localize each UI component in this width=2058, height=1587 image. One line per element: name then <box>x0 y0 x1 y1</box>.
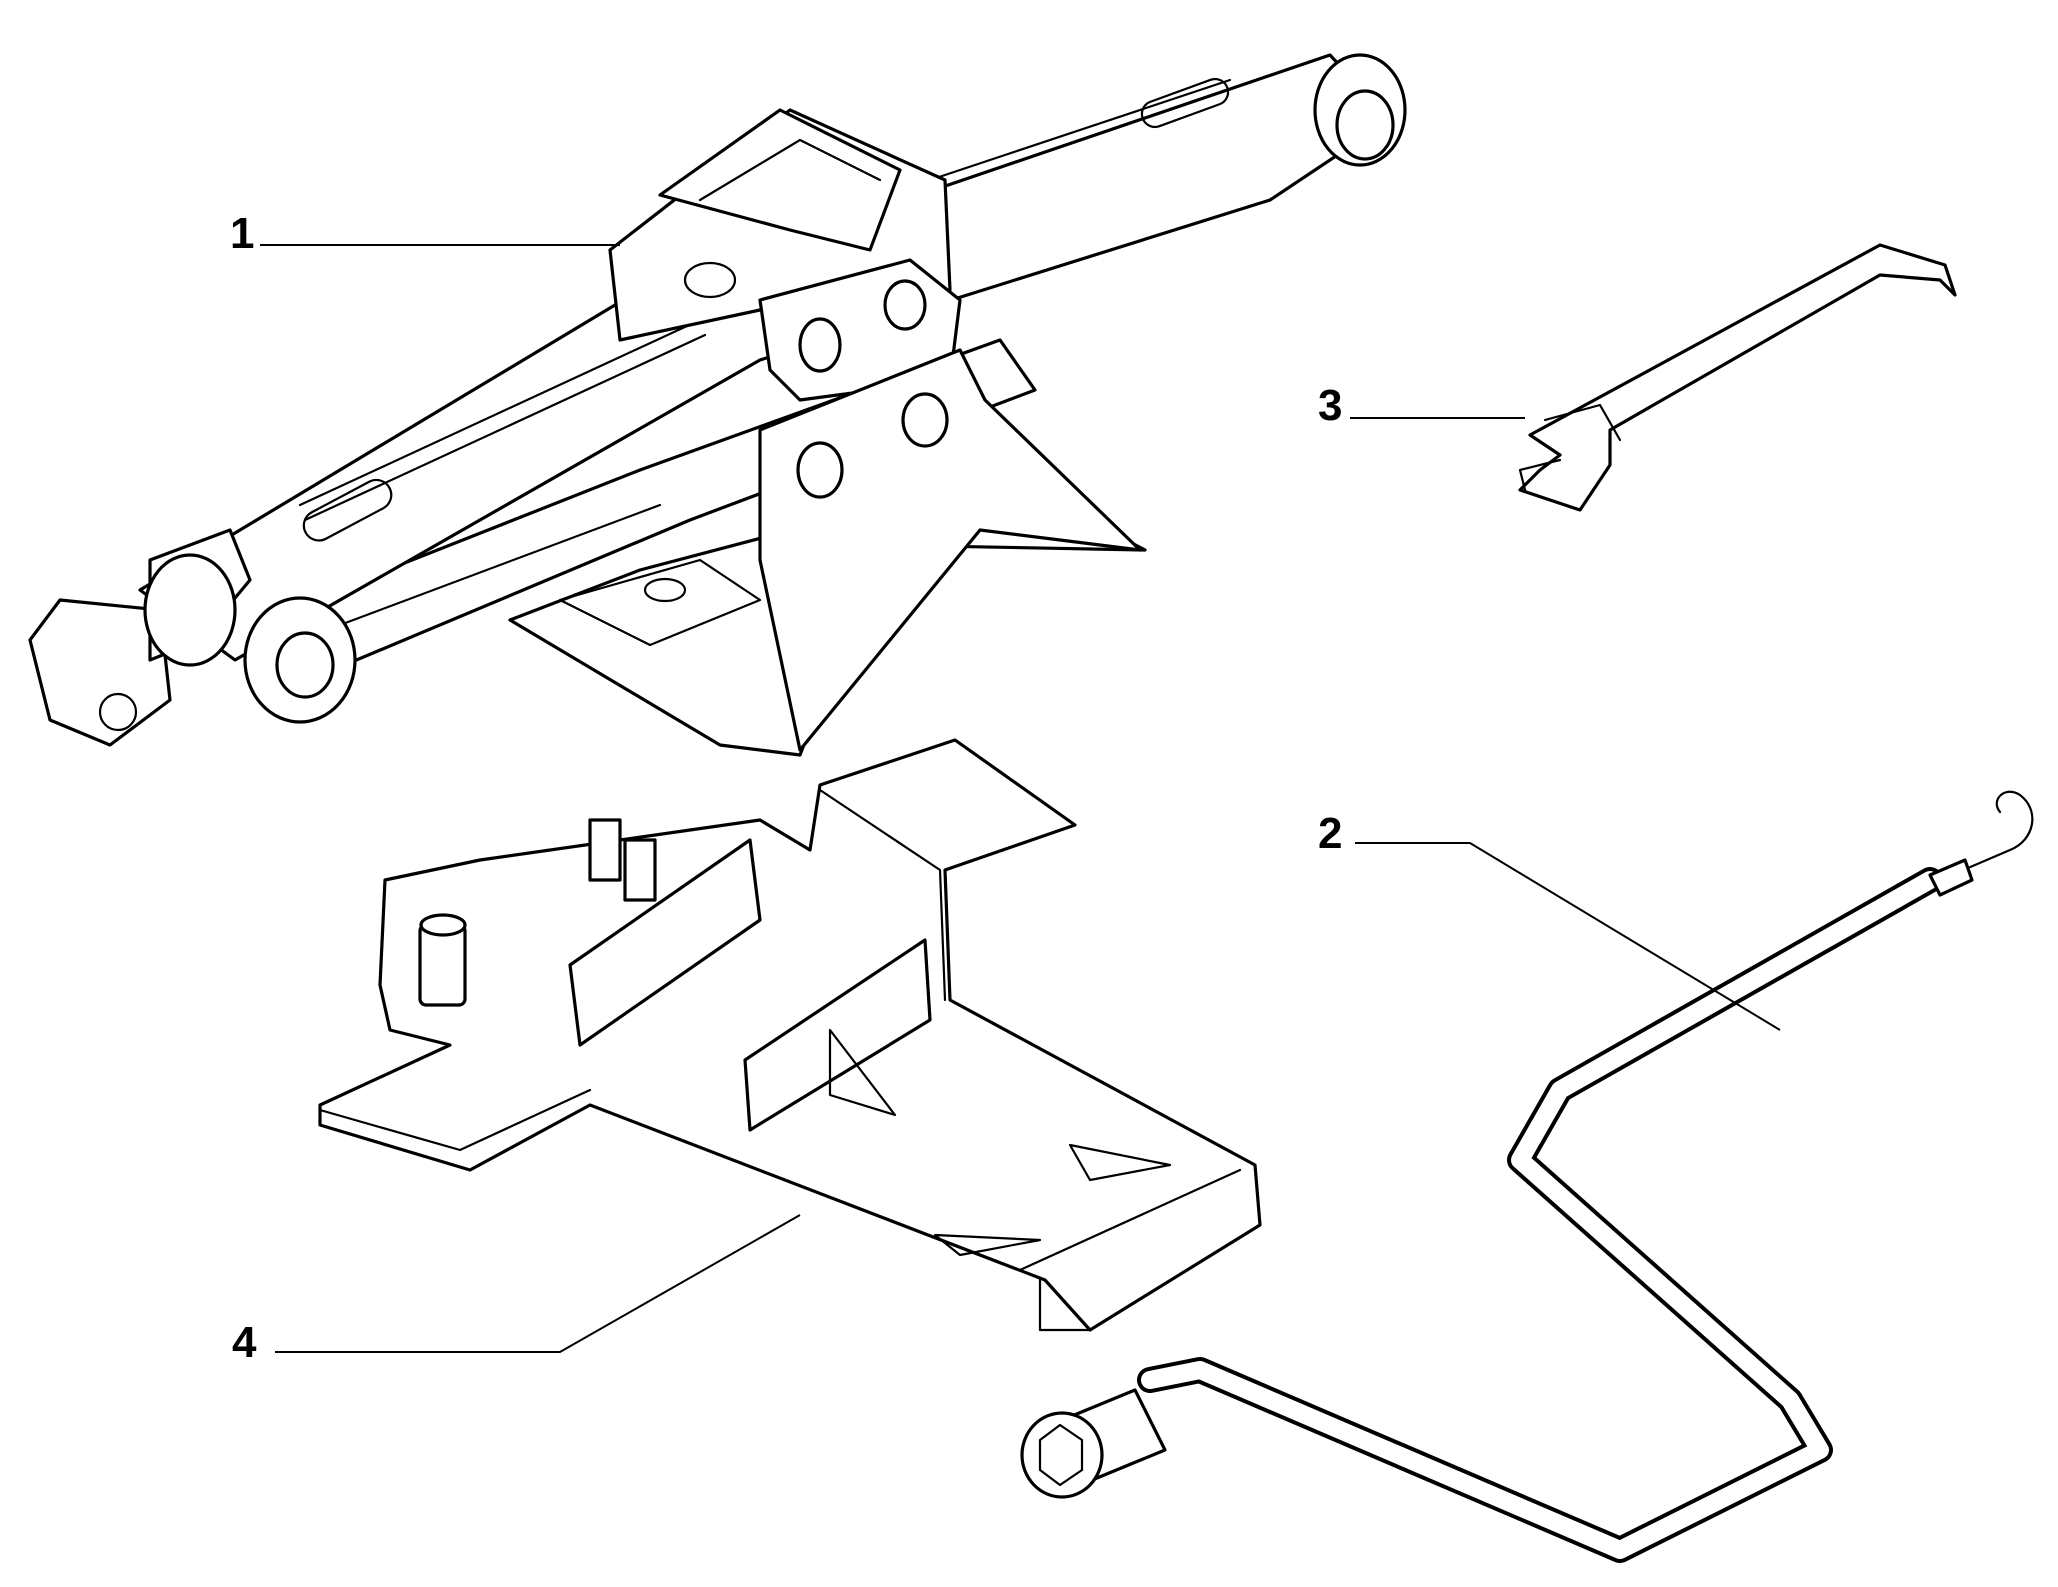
callout-4: 4 <box>232 1318 257 1367</box>
callout-3: 3 <box>1318 381 1342 430</box>
jack-support-tray <box>318 738 1262 1332</box>
leader-2 <box>1355 842 1781 1031</box>
scissor-jack <box>28 53 1407 757</box>
callout-2: 2 <box>1318 809 1342 858</box>
jack-crank-handle <box>1020 790 2034 1563</box>
callout-labels: 1 2 3 4 <box>230 209 1342 1367</box>
callout-leaders <box>260 244 1781 1353</box>
tow-hook-bracket <box>1518 243 1957 512</box>
callout-1: 1 <box>230 209 254 258</box>
leader-4 <box>275 1214 801 1353</box>
